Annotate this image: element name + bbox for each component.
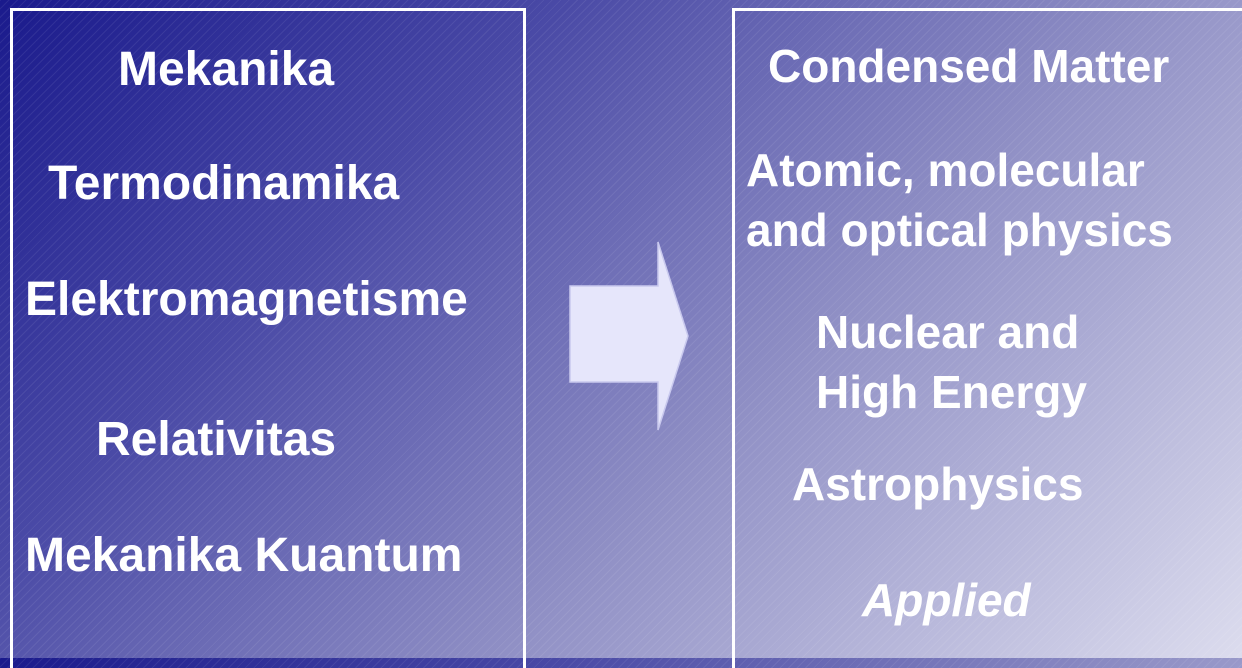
left-item-mekanika: Mekanika xyxy=(118,43,335,96)
right-item-nuclear-line2: High Energy xyxy=(816,366,1087,418)
right-item-astrophysics: Astrophysics xyxy=(792,458,1084,510)
modern-branches-box xyxy=(732,8,1242,668)
left-item-relativitas: Relativitas xyxy=(96,413,337,466)
right-arrow-icon xyxy=(569,241,689,431)
classical-branches-box xyxy=(10,8,526,668)
right-item-atomic-line1: Atomic, molecular xyxy=(746,144,1145,196)
left-item-elektromagnetisme: Elektromagnetisme xyxy=(25,273,468,326)
left-item-termodinamika: Termodinamika xyxy=(48,157,400,210)
right-item-nuclear-line1: Nuclear and xyxy=(816,306,1080,358)
right-item-atomic-line2: and optical physics xyxy=(746,204,1173,256)
right-item-applied: Applied xyxy=(862,574,1031,626)
right-item-condensed-matter: Condensed Matter xyxy=(768,40,1170,92)
left-item-mekanika-kuantum: Mekanika Kuantum xyxy=(25,529,463,582)
